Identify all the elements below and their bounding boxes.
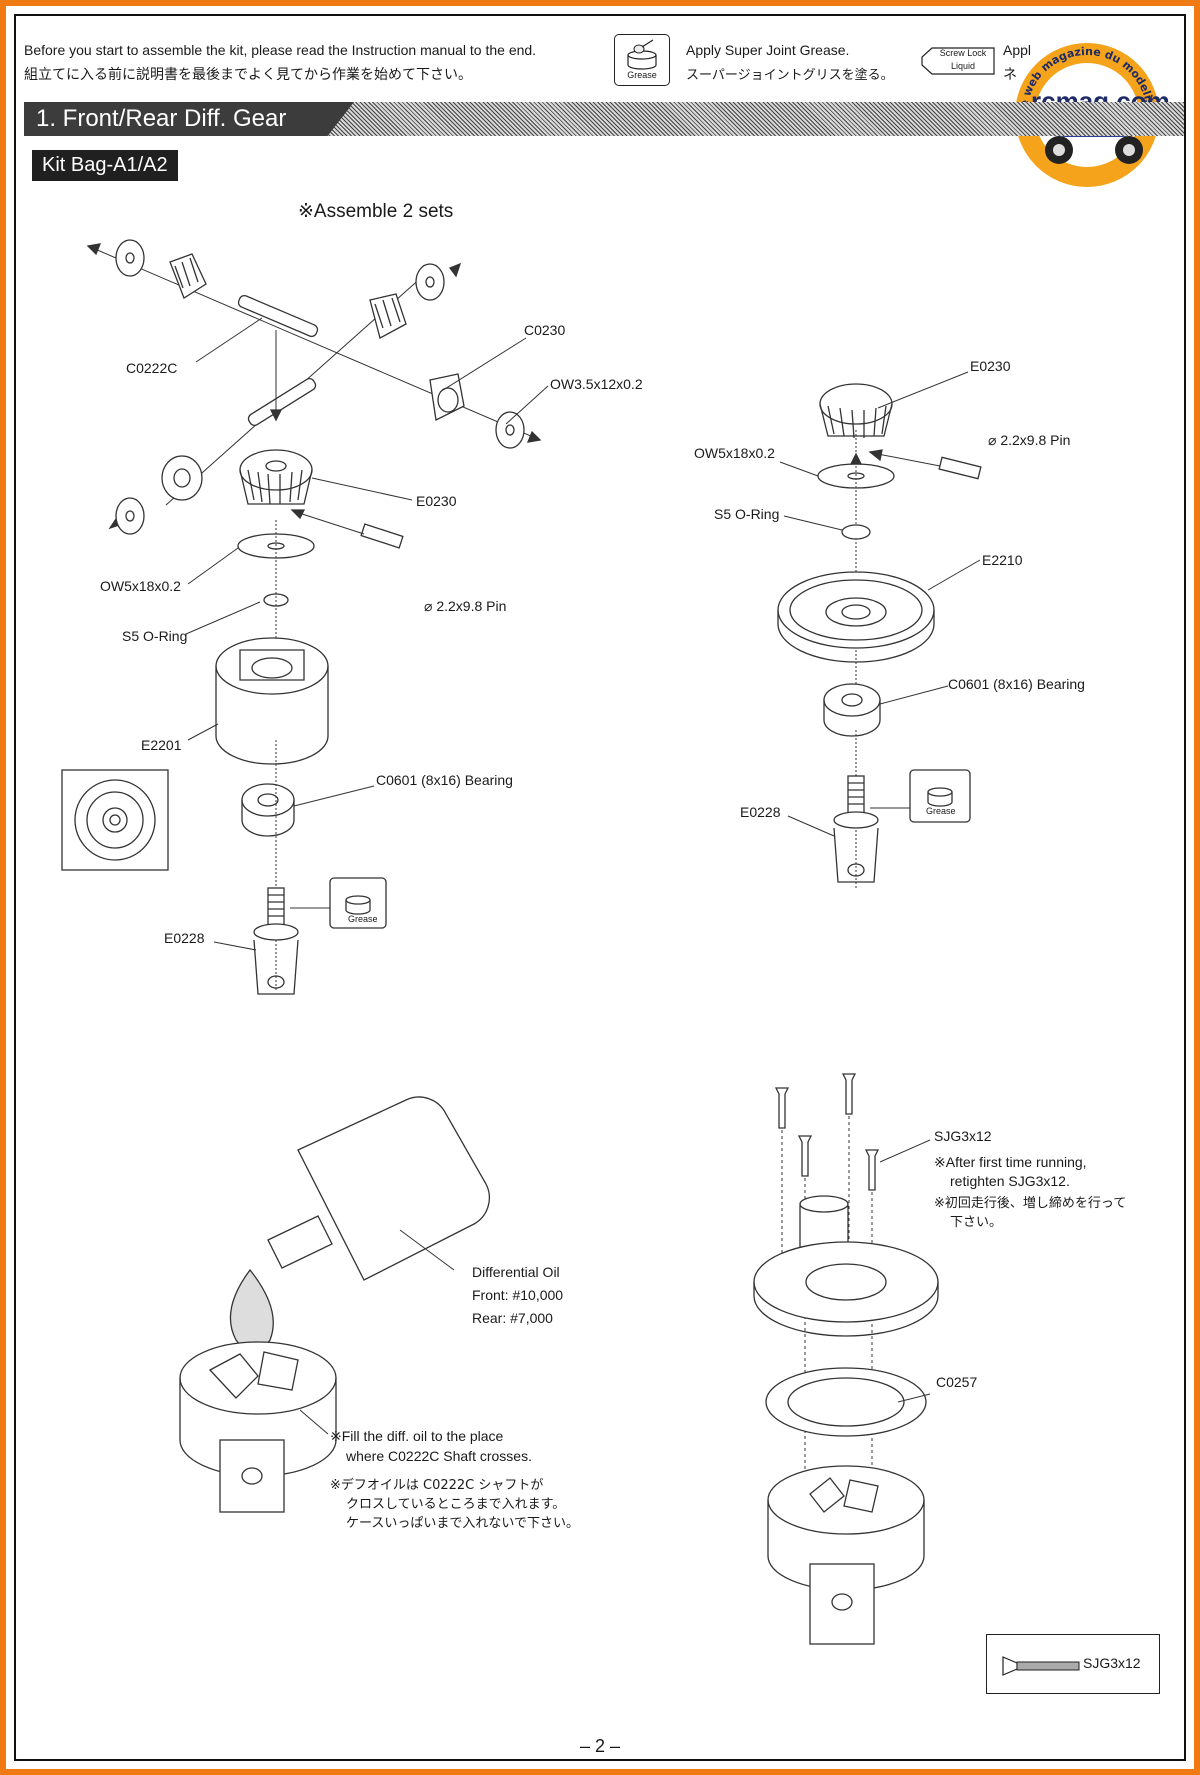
grease-label-right: Grease — [926, 806, 956, 816]
oil-fill-note-jp-3: ケースいっぱいまで入れないで下さい。 — [346, 1516, 579, 1531]
screw-lock-label-1: Screw Lock — [939, 48, 987, 58]
screw-lock-bottle-icon — [921, 47, 995, 75]
assemble-note: ※Assemble 2 sets — [298, 201, 454, 222]
part-label-bearing-right: C0601 (8x16) Bearing — [948, 676, 1085, 692]
part-label-e2201: E2201 — [141, 737, 182, 753]
section-title: 1. Front/Rear Diff. Gear — [24, 102, 354, 136]
oil-rear: Rear: #7,000 — [472, 1310, 553, 1326]
section-header-bar: 1. Front/Rear Diff. Gear — [24, 102, 1184, 136]
oil-fill-note-en-2: where C0222C Shaft crosses. — [346, 1448, 532, 1464]
leader-lines — [185, 317, 981, 1435]
oil-fill-view — [179, 1096, 490, 1513]
oil-title: Differential Oil — [472, 1264, 560, 1280]
part-label-e2210: E2210 — [982, 552, 1023, 568]
oil-fill-note-en-1: ※Fill the diff. oil to the place — [330, 1428, 504, 1444]
screw-assembly-view — [753, 1073, 939, 1645]
left-exploded-view — [61, 239, 542, 995]
retighten-note-jp-2: 下さい。 — [950, 1215, 1003, 1230]
screw-lock-text-jp: ネ — [1003, 66, 1017, 82]
part-label-ow5-right: OW5x18x0.2 — [694, 445, 775, 461]
instruction-en: Before you start to assemble the kit, pl… — [24, 42, 537, 58]
instruction-jp: 組立てに入る前に説明書を最後までよく見てから作業を始めて下さい。 — [24, 67, 472, 83]
part-label-c0257: C0257 — [936, 1374, 978, 1390]
part-label-bearing-left: C0601 (8x16) Bearing — [376, 772, 513, 788]
part-label-ow35: OW3.5x12x0.2 — [550, 376, 643, 392]
rcmag-logo: Le web magazine du modelisme rcmag.com — [993, 10, 1177, 190]
grease-legend-icon: Grease — [614, 34, 670, 86]
oil-fill-note-jp-2: クロスしているところまで入れます。 — [346, 1497, 566, 1512]
screw-box-label: SJG3x12 — [1083, 1655, 1141, 1671]
grease-label-left: Grease — [348, 914, 378, 924]
page-number: – 2 – — [579, 1736, 621, 1756]
right-exploded-view — [777, 383, 982, 890]
page-sheet — [14, 14, 1186, 1761]
part-label-pin-left: ⌀ 2.2x9.8 Pin — [424, 598, 507, 614]
kit-bag-label: Kit Bag-A1/A2 — [32, 150, 178, 181]
part-label-e0228-left: E0228 — [164, 930, 205, 946]
part-label-pin-right: ⌀ 2.2x9.8 Pin — [988, 432, 1071, 448]
grease-legend-text-en: Apply Super Joint Grease. — [686, 42, 850, 58]
screw-size-box: SJG3x12 — [986, 1634, 1160, 1694]
sjg-screws — [774, 1073, 880, 1191]
grease-tub-icon — [627, 39, 657, 70]
retighten-note-en-1: ※After first time running, — [934, 1154, 1087, 1170]
screw-lock-label-2: Liquid — [950, 61, 976, 71]
retighten-note-en-2: retighten SJG3x12. — [950, 1173, 1070, 1189]
part-label-e0228-right: E0228 — [740, 804, 781, 820]
part-label-c0230: C0230 — [524, 322, 566, 338]
oil-fill-note-jp-1: ※デフオイルは C0222C シャフトが — [330, 1478, 544, 1493]
screw-lock-text-en: Appl — [1003, 42, 1032, 58]
part-label-c0222c: C0222C — [126, 360, 178, 376]
retighten-note-jp-1: ※初回走行後、増し締めを行って — [934, 1196, 1127, 1211]
part-label-oring-left: S5 O-Ring — [122, 628, 188, 644]
part-label-ow5-left: OW5x18x0.2 — [100, 578, 181, 594]
grease-legend-label: Grease — [627, 70, 657, 80]
part-label-e0230-right: E0230 — [970, 358, 1011, 374]
screw-actual-size-icon — [1002, 1656, 1080, 1676]
part-label-oring-right: S5 O-Ring — [714, 506, 780, 522]
grease-legend-text-jp: スーパージョイントグリスを塗る。 — [686, 68, 894, 83]
part-label-e0230-left: E0230 — [416, 493, 457, 509]
oil-front: Front: #10,000 — [472, 1287, 564, 1303]
part-label-sjg: SJG3x12 — [934, 1128, 992, 1144]
